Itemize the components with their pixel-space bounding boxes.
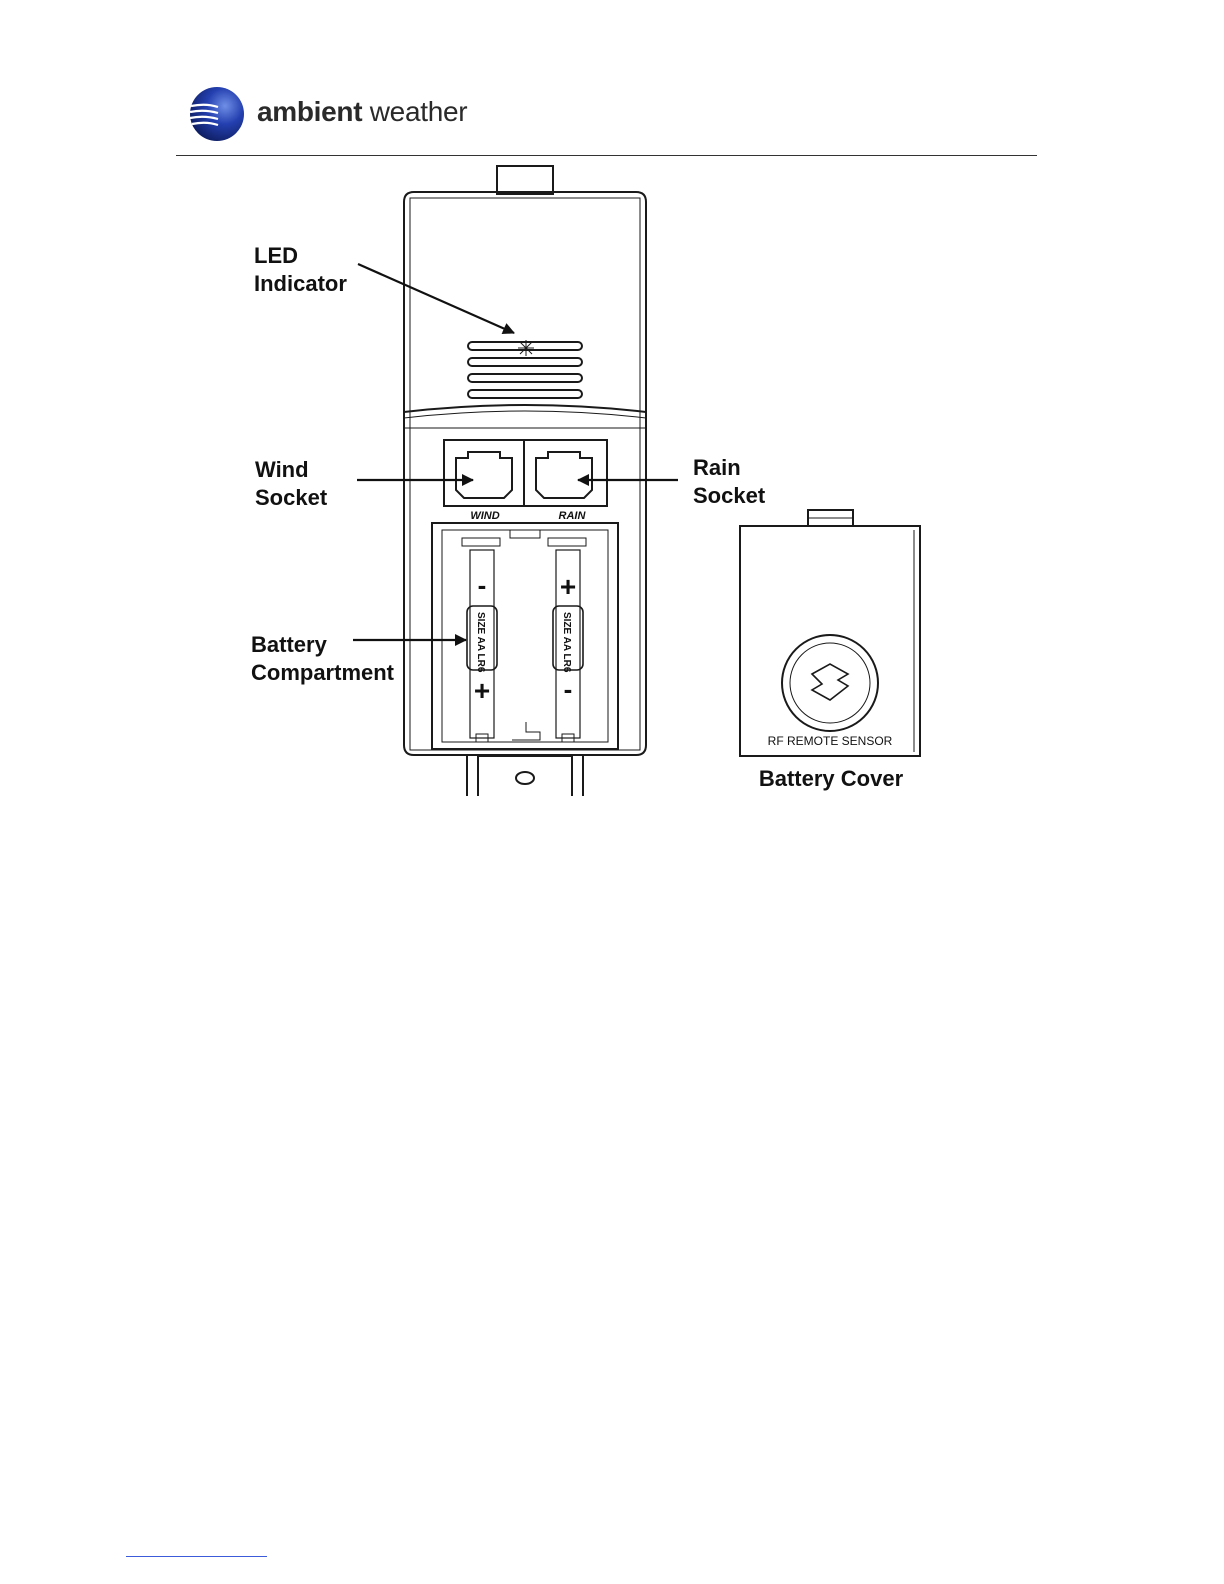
battery-compartment-callout: Battery Compartment — [251, 631, 394, 687]
sensor-diagram: - + + - SIZE AA LR6 SIZE AA LR6 WIND RAI… — [0, 0, 1224, 820]
battery-cover-outline — [740, 526, 920, 756]
wind-socket-icon — [456, 452, 512, 498]
top-mounting-tab — [497, 166, 553, 194]
footer-link-underline[interactable] — [126, 1556, 267, 1557]
wind-port-label: WIND — [470, 510, 499, 522]
vent-slots — [468, 342, 582, 398]
led-callout-line2: Indicator — [254, 270, 347, 298]
wind-socket-callout: Wind Socket — [255, 456, 327, 512]
battery-left-bottom-polarity: + — [474, 675, 490, 706]
rain-socket-callout: Rain Socket — [693, 454, 765, 510]
battery-cover-caption: Battery Cover — [740, 766, 922, 792]
battery-right-bottom-polarity: - — [564, 674, 573, 704]
bottom-mount-bracket — [467, 756, 583, 796]
rain-callout-line1: Rain — [693, 454, 765, 482]
battery-left-size-label: SIZE AA LR6 — [475, 612, 486, 673]
led-callout-arrow — [358, 264, 514, 333]
led-indicator-callout: LED Indicator — [254, 242, 347, 298]
lightning-bolt-icon — [812, 664, 848, 700]
cover-imprint: RF REMOTE SENSOR — [768, 734, 893, 748]
rain-port-label: RAIN — [559, 510, 587, 522]
socket-panel — [444, 440, 607, 506]
wind-callout-line1: Wind — [255, 456, 327, 484]
cover-emblem — [782, 635, 878, 731]
battery-callout-line1: Battery — [251, 631, 394, 659]
battery-left-top-polarity: - — [478, 570, 487, 600]
wind-callout-line2: Socket — [255, 484, 327, 512]
led-callout-line1: LED — [254, 242, 347, 270]
rain-callout-line2: Socket — [693, 482, 765, 510]
led-indicator-icon — [518, 340, 534, 356]
rain-socket-icon — [536, 452, 592, 498]
battery-right-top-polarity: + — [560, 571, 576, 602]
battery-compartment — [432, 523, 618, 749]
battery-right-size-label: SIZE AA LR6 — [561, 612, 572, 673]
battery-callout-line2: Compartment — [251, 659, 394, 687]
